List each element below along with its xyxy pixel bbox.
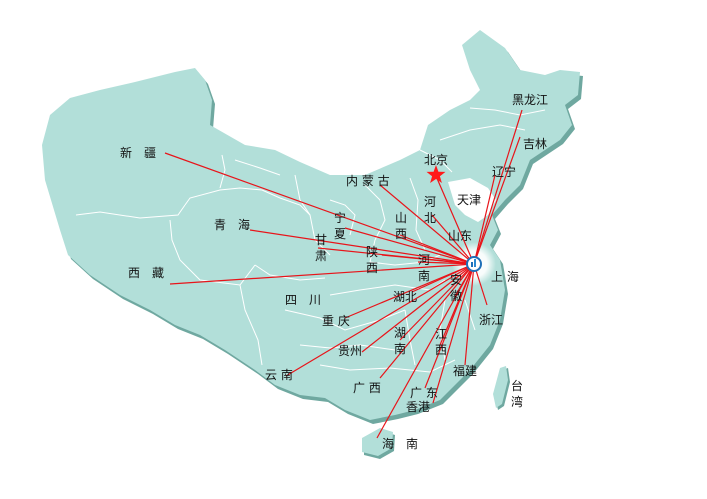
- route-line: [344, 227, 475, 265]
- taiwan-island: [493, 366, 508, 408]
- label-zhejiang[interactable]: 浙江: [479, 313, 504, 327]
- label-gansu[interactable]: 甘肃: [314, 233, 327, 263]
- label-heilongjiang[interactable]: 黑龙江: [512, 93, 549, 107]
- route-line: [473, 109, 523, 265]
- route-line: [376, 263, 475, 439]
- route-line: [164, 152, 475, 265]
- label-jiangxi[interactable]: 江西: [434, 327, 447, 357]
- route-line: [249, 229, 475, 265]
- label-ningxia[interactable]: 宁夏: [333, 211, 346, 241]
- label-hunan[interactable]: 湖南: [393, 326, 406, 356]
- label-chongqing[interactable]: 重 庆: [322, 314, 350, 328]
- hainan-island: [362, 428, 393, 456]
- route-line: [464, 263, 475, 366]
- bohai-sea: [448, 178, 496, 222]
- label-shanghai[interactable]: 上 海: [491, 270, 519, 284]
- label-shaanxi[interactable]: 陕西: [365, 245, 378, 275]
- label-qinghai[interactable]: 青 海: [214, 218, 251, 232]
- route-line: [361, 263, 475, 353]
- label-jilin[interactable]: 吉林: [523, 137, 548, 151]
- route-line: [424, 263, 475, 389]
- route-line: [431, 214, 475, 265]
- label-anhui[interactable]: 安徽: [449, 273, 462, 303]
- province-borders: [75, 107, 546, 373]
- label-guangxi[interactable]: 广 西: [353, 381, 381, 395]
- label-shanxi[interactable]: 山西: [394, 211, 407, 241]
- capital-star-icon[interactable]: [426, 165, 446, 183]
- route-line: [379, 184, 475, 265]
- label-tianjin[interactable]: 天津: [457, 193, 482, 207]
- route-line: [399, 263, 475, 341]
- route-line: [435, 175, 475, 265]
- label-guangdong[interactable]: 广 东: [410, 386, 438, 400]
- label-beijing[interactable]: 北京: [424, 153, 449, 167]
- label-henan[interactable]: 河南: [417, 253, 430, 283]
- route-line: [473, 174, 496, 265]
- route-line: [417, 261, 475, 265]
- label-shandong[interactable]: 山东: [448, 229, 473, 243]
- label-yunnan[interactable]: 云 南: [265, 368, 293, 382]
- route-line: [381, 254, 475, 265]
- company-logo-icon[interactable]: [466, 256, 482, 272]
- label-sichuan[interactable]: 四 川: [285, 293, 322, 307]
- label-hebei[interactable]: 河北: [423, 195, 436, 225]
- route-line: [473, 136, 521, 265]
- label-neimenggu[interactable]: 内 蒙 古: [346, 174, 390, 188]
- label-hainan[interactable]: 海 南: [382, 437, 419, 451]
- route-line: [169, 263, 475, 285]
- route-line: [432, 263, 475, 404]
- route-line: [379, 263, 475, 379]
- inner-mongolia-gap: [420, 90, 470, 112]
- label-hubei[interactable]: 湖北: [393, 290, 418, 304]
- label-liaoning[interactable]: 辽宁: [492, 165, 517, 179]
- label-fujian[interactable]: 福建: [453, 364, 478, 378]
- label-taiwan[interactable]: 台湾: [510, 379, 523, 409]
- label-xianggang[interactable]: 香港: [406, 400, 431, 414]
- label-guizhou[interactable]: 贵州: [338, 344, 363, 358]
- label-xizang[interactable]: 西 藏: [128, 266, 165, 280]
- label-xinjiang[interactable]: 新 疆: [120, 146, 157, 160]
- route-line: [344, 263, 475, 319]
- route-line: [285, 263, 475, 377]
- mainland: [42, 30, 580, 420]
- route-line: [399, 234, 475, 265]
